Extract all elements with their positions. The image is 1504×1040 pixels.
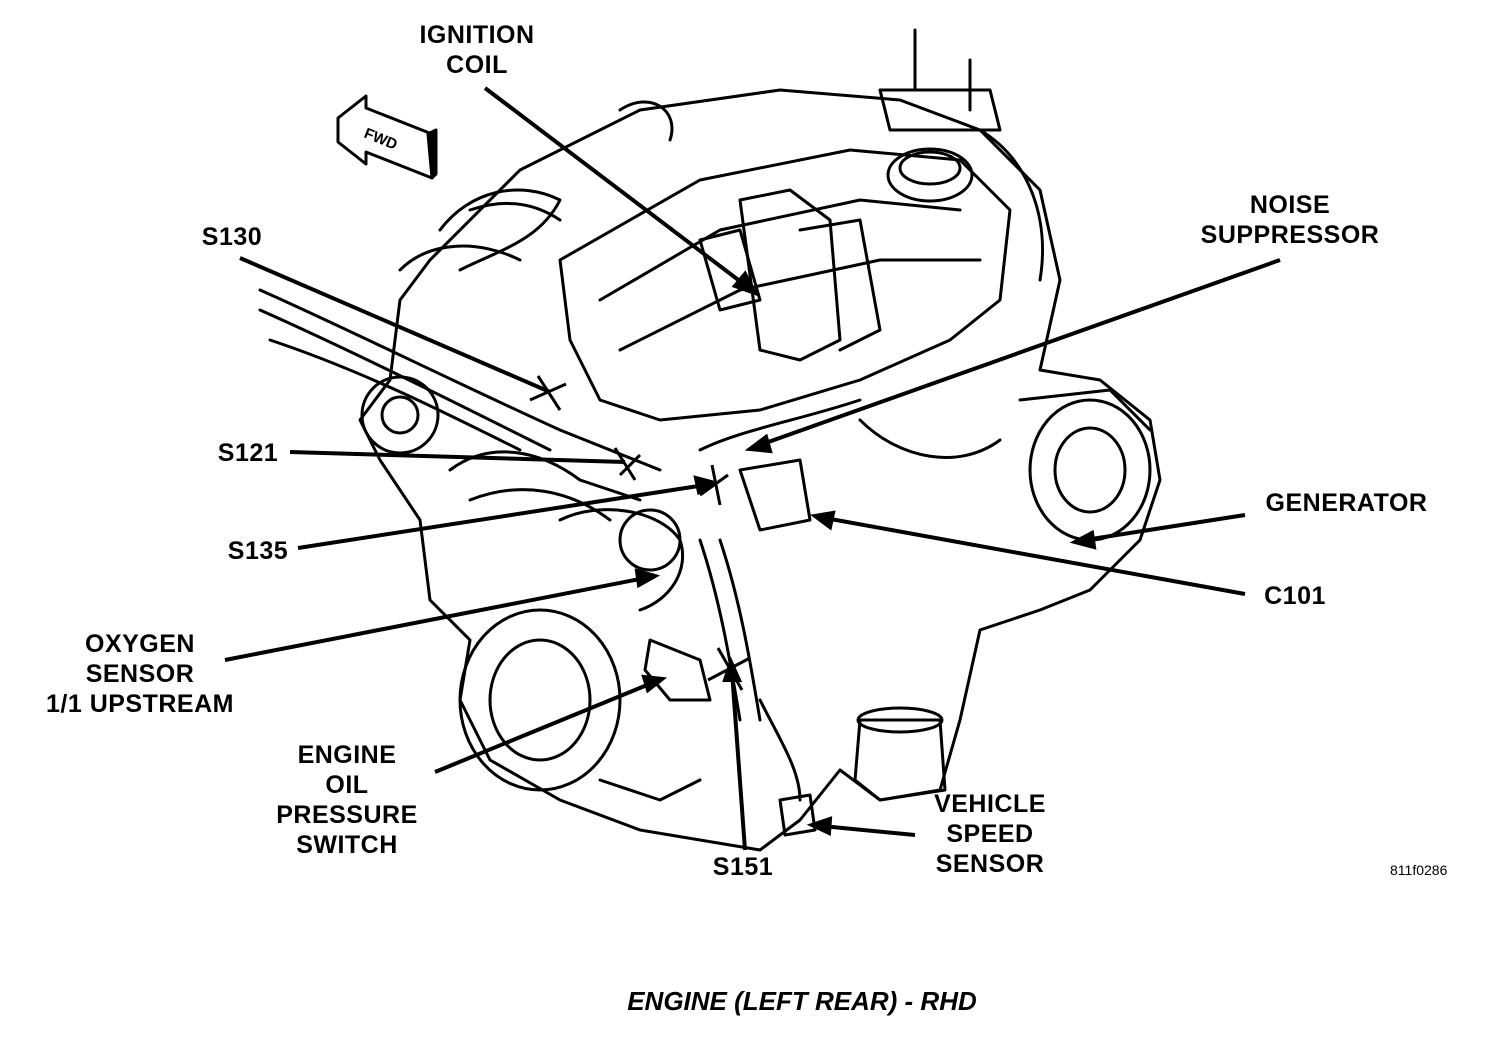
figure-id: 811f0286 xyxy=(1390,862,1448,878)
label-s135: S135 xyxy=(227,537,289,565)
arrowhead-s135 xyxy=(693,475,721,496)
leader-lines xyxy=(224,86,1281,851)
leader-c101 xyxy=(824,516,1246,596)
leader-s151 xyxy=(730,671,747,851)
label-engine-oil-pressure-switch: ENGINE OIL PRESSURE SWITCH xyxy=(276,741,418,859)
leader-vehicle-speed-sensor xyxy=(821,824,916,837)
leader-s121 xyxy=(289,450,626,464)
label-oxygen-sensor: OXYGEN SENSOR 1/1 UPSTREAM xyxy=(46,630,234,718)
label-s151: S151 xyxy=(712,853,774,881)
label-s121: S121 xyxy=(217,439,279,467)
leader-s130 xyxy=(239,256,551,394)
arrowhead-engine-oil-pressure-switch xyxy=(641,674,668,694)
label-s130: S130 xyxy=(201,223,263,251)
label-generator: GENERATOR xyxy=(1265,489,1428,517)
leader-s135 xyxy=(297,483,706,550)
label-c101: C101 xyxy=(1264,582,1326,610)
arrowhead-ignition-coil xyxy=(731,270,760,297)
label-noise-suppressor: NOISE SUPPRESSOR xyxy=(1200,191,1380,249)
label-vehicle-speed-sensor: VEHICLE SPEED SENSOR xyxy=(934,790,1046,878)
leader-ignition-coil xyxy=(483,86,747,287)
arrowhead-generator xyxy=(1069,529,1097,550)
arrowhead-c101 xyxy=(809,510,836,531)
splice-marks xyxy=(529,375,751,691)
label-ignition-coil: IGNITION COIL xyxy=(419,21,535,79)
figure-caption: ENGINE (LEFT REAR) - RHD xyxy=(627,986,977,1016)
fwd-arrow-icon xyxy=(336,94,438,180)
arrowhead-vehicle-speed-sensor xyxy=(806,816,833,837)
arrowhead-oxygen-sensor xyxy=(634,568,661,589)
leader-oxygen-sensor xyxy=(224,576,646,662)
leader-generator xyxy=(1084,513,1246,542)
arrowhead-noise-suppressor xyxy=(744,433,773,454)
leader-noise-suppressor xyxy=(759,258,1281,447)
engine-illustration xyxy=(258,28,1162,852)
leader-engine-oil-pressure-switch xyxy=(434,681,653,774)
